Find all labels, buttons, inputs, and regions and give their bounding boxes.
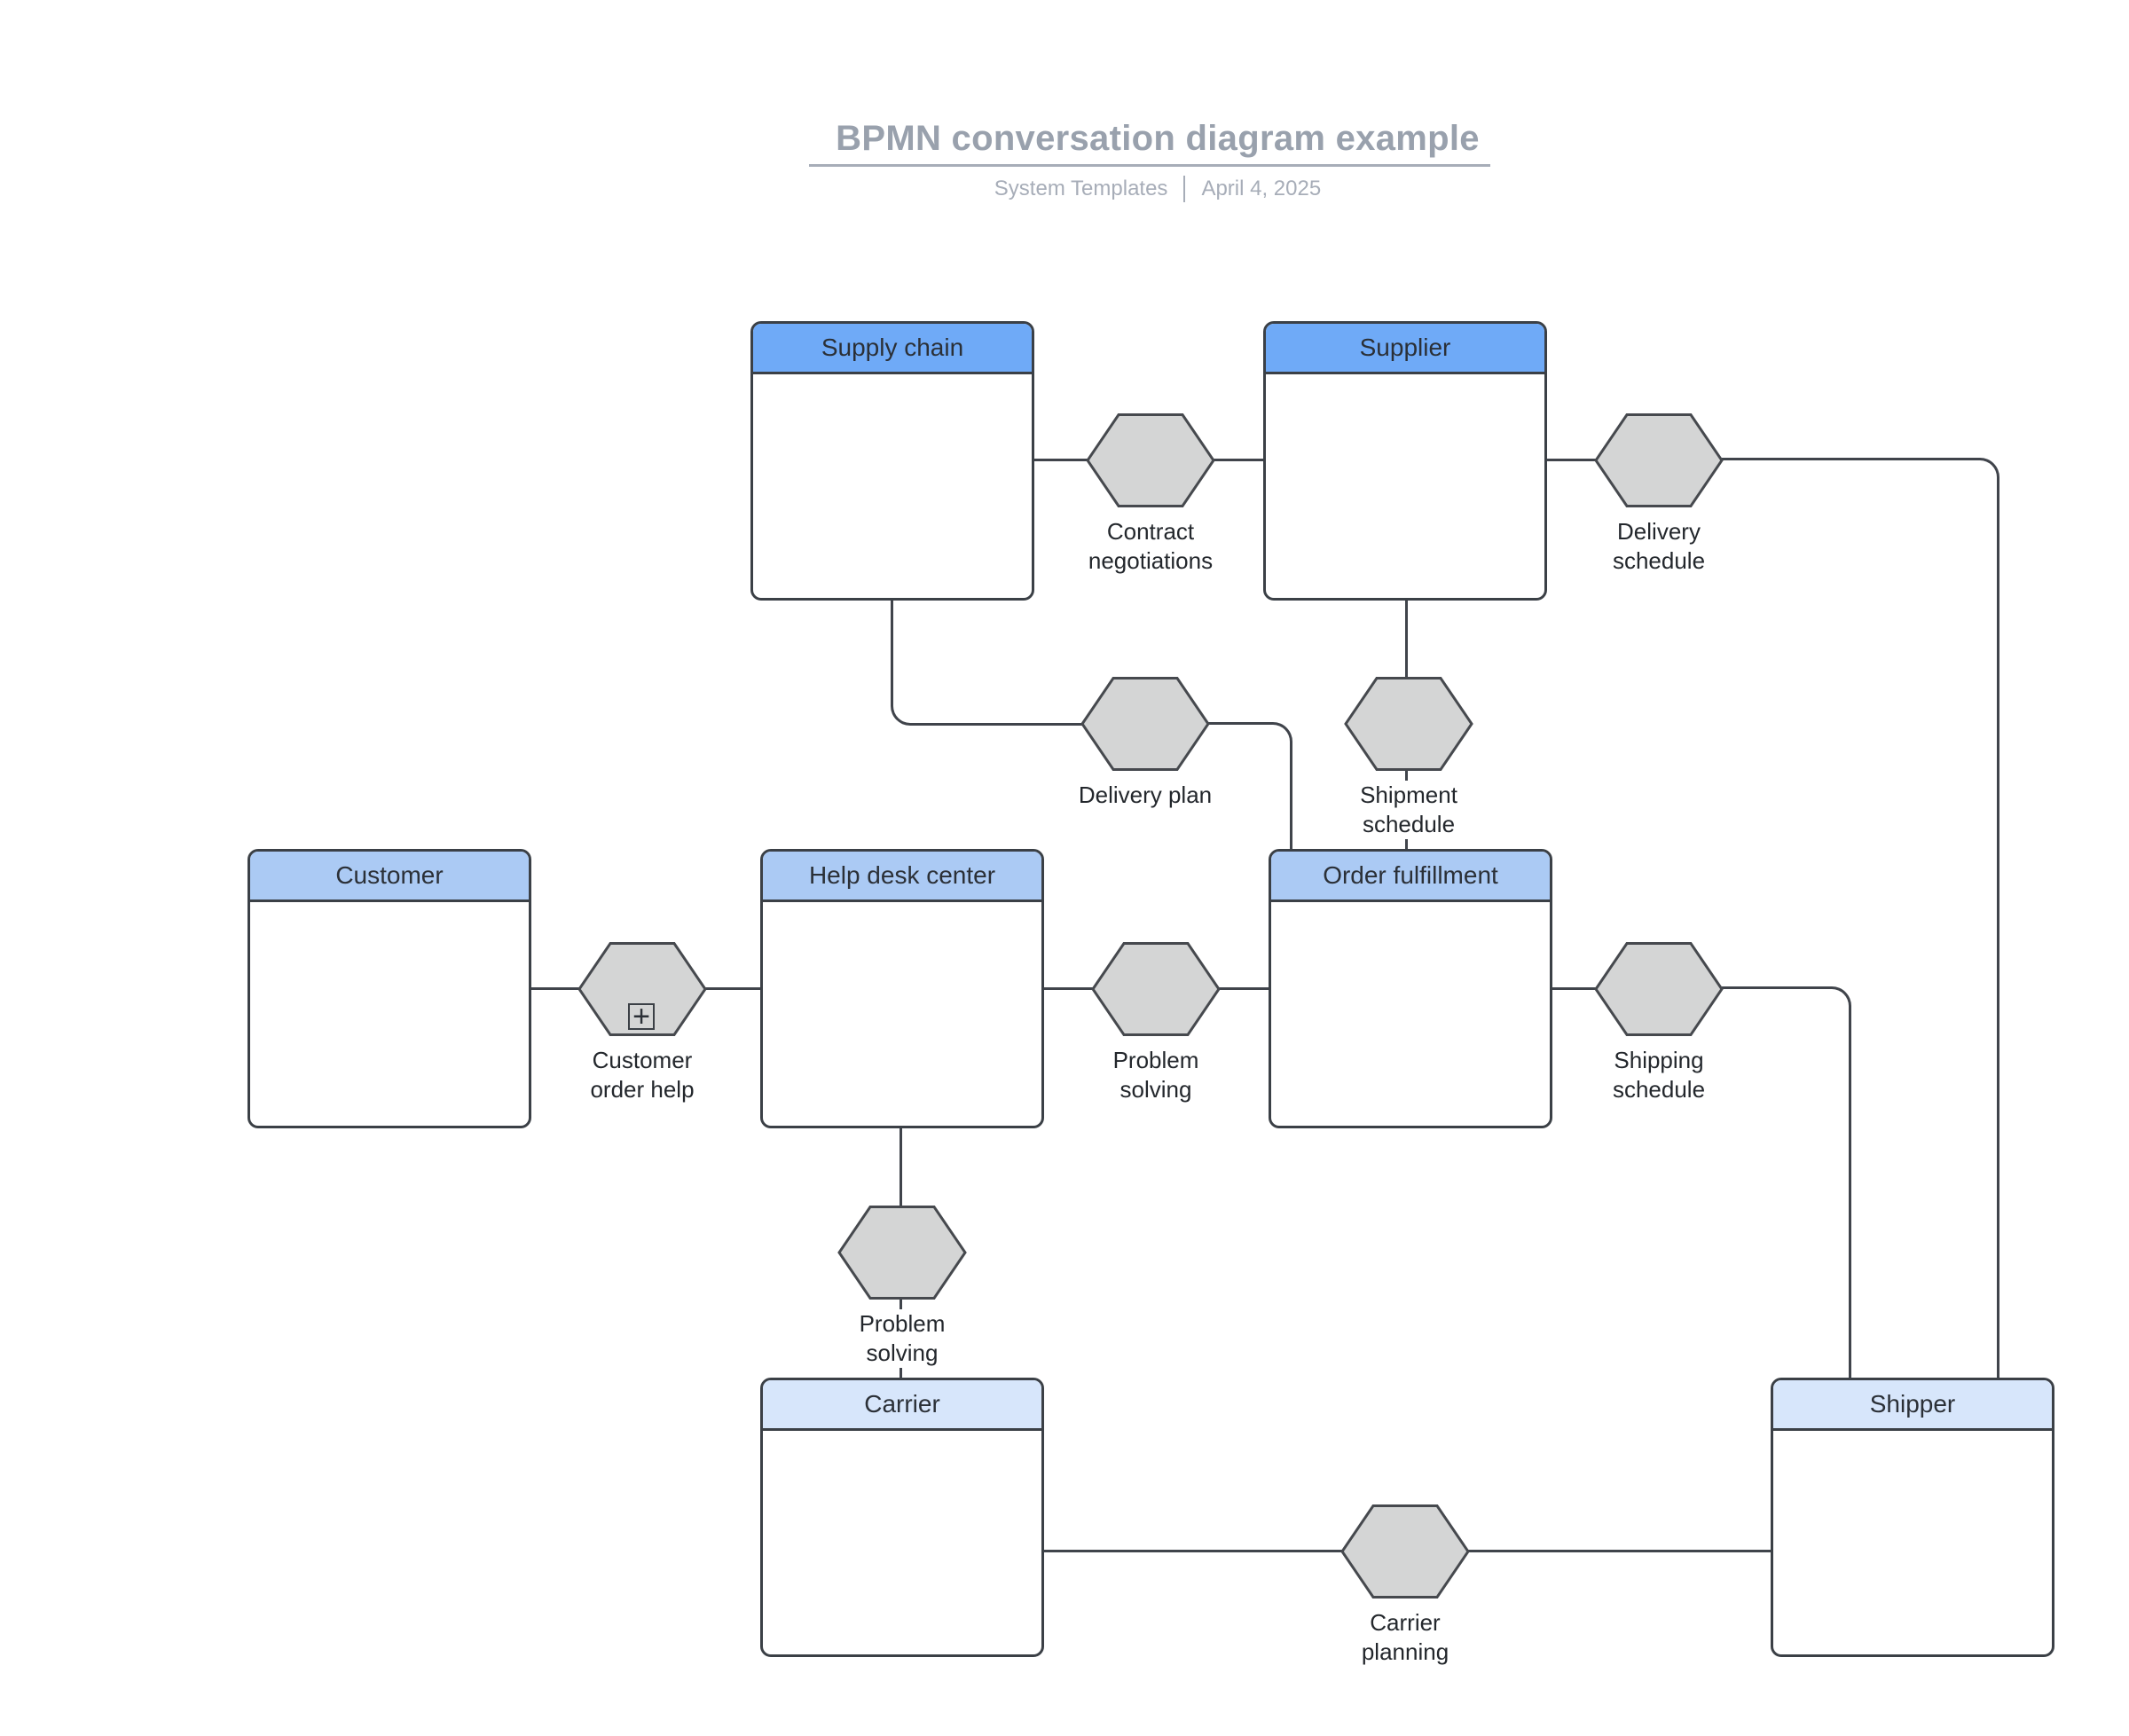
- meta-separator: [1183, 176, 1186, 202]
- conversation-label: Problem solving: [827, 1309, 978, 1368]
- hexagon-shape: [1340, 1504, 1470, 1599]
- hexagon-shape: [1091, 942, 1221, 1036]
- hexagon-shape: [1344, 677, 1473, 771]
- conversation-label: Delivery plan: [1070, 781, 1221, 810]
- participant-help-desk-center[interactable]: Help desk center: [760, 849, 1044, 1128]
- participant-shipper[interactable]: Shipper: [1771, 1378, 2054, 1657]
- participant-body: [763, 902, 1041, 1128]
- connector-customer-customerorderhelp: [531, 987, 579, 990]
- participant-supply-chain[interactable]: Supply chain: [750, 321, 1034, 601]
- participant-body: [1271, 902, 1550, 1128]
- participant-title: Order fulfillment: [1323, 861, 1498, 889]
- participant-header: Supplier: [1266, 324, 1544, 374]
- hexagon-shape: [1086, 413, 1215, 507]
- conversation-node-problem-solving-mid[interactable]: [1091, 941, 1221, 1037]
- meta-date: April 4, 2025: [1201, 177, 1322, 200]
- connector-helpdesk-problemsolving-low: [900, 1128, 902, 1206]
- conversation-label: Customer order help: [567, 1046, 718, 1104]
- connector-supplychain-contractnegotiations: [1034, 459, 1088, 461]
- participant-body: [250, 902, 529, 1128]
- connector-customerorderhelp-helpdesk: [705, 987, 760, 990]
- participant-title: Supplier: [1359, 334, 1451, 361]
- connector-shippingschedule-shipper: [1722, 986, 1851, 1378]
- participant-body: [1266, 374, 1544, 601]
- connector-orderfulfillment-shippingschedule: [1552, 987, 1596, 990]
- hexagon-shape: [1594, 413, 1724, 507]
- participant-supplier[interactable]: Supplier: [1263, 321, 1547, 601]
- conversation-node-shipment-schedule[interactable]: [1344, 676, 1473, 772]
- connector-problemsolving-orderfulfillment: [1219, 987, 1269, 990]
- participant-body: [1773, 1431, 2052, 1657]
- participant-title: Customer: [335, 861, 444, 889]
- participant-title: Help desk center: [808, 861, 996, 889]
- hexagon-shape: [837, 1206, 967, 1300]
- conversation-label: Delivery schedule: [1583, 517, 1734, 576]
- conversation-node-delivery-schedule[interactable]: [1594, 412, 1724, 508]
- connector-contractnegotiations-supplier: [1214, 459, 1263, 461]
- participant-carrier[interactable]: Carrier: [760, 1378, 1044, 1657]
- conversation-label: Shipping schedule: [1583, 1046, 1734, 1104]
- page-title: BPMN conversation diagram example: [836, 119, 1480, 158]
- conversation-node-customer-order-help[interactable]: +: [577, 941, 707, 1037]
- hexagon-shape: [577, 942, 707, 1036]
- connector-deliveryplan-orderfulfillment: [1208, 722, 1292, 849]
- title-underline: [809, 164, 1490, 167]
- connector-helpdesk-problemsolving: [1044, 987, 1093, 990]
- conversation-node-carrier-planning[interactable]: [1340, 1504, 1470, 1599]
- conversation-label: Carrier planning: [1330, 1608, 1481, 1667]
- connector-carrierplanning-shipper: [1468, 1550, 1771, 1552]
- connector-supplychain-deliveryplan: [891, 601, 1082, 726]
- sub-conversation-marker-icon: +: [628, 1002, 655, 1032]
- participant-customer[interactable]: Customer: [247, 849, 531, 1128]
- conversation-node-problem-solving-low[interactable]: [837, 1205, 967, 1300]
- conversation-node-delivery-plan[interactable]: [1080, 676, 1210, 772]
- participant-header: Supply chain: [753, 324, 1032, 374]
- conversation-label: Problem solving: [1080, 1046, 1231, 1104]
- participant-body: [763, 1431, 1041, 1657]
- participant-body: [753, 374, 1032, 601]
- participant-title: Shipper: [1869, 1390, 1956, 1418]
- conversation-label: Shipment schedule: [1333, 781, 1484, 839]
- document-meta: System Templates April 4, 2025: [803, 176, 1512, 202]
- participant-header: Order fulfillment: [1271, 852, 1550, 902]
- participant-header: Carrier: [763, 1380, 1041, 1431]
- conversation-node-contract-negotiations[interactable]: [1086, 412, 1215, 508]
- connector-supplier-deliveryschedule: [1547, 459, 1596, 461]
- participant-header: Customer: [250, 852, 529, 902]
- connector-supplier-shipmentschedule: [1405, 601, 1408, 678]
- connector-deliveryschedule-shipper: [1722, 458, 1999, 1378]
- participant-title: Carrier: [864, 1390, 940, 1418]
- participant-title: Supply chain: [821, 334, 964, 361]
- participant-order-fulfillment[interactable]: Order fulfillment: [1269, 849, 1552, 1128]
- connector-carrier-carrierplanning: [1044, 1550, 1342, 1552]
- conversation-node-shipping-schedule[interactable]: [1594, 941, 1724, 1037]
- participant-header: Help desk center: [763, 852, 1041, 902]
- participant-header: Shipper: [1773, 1380, 2052, 1431]
- meta-source: System Templates: [994, 177, 1168, 200]
- hexagon-shape: [1080, 677, 1210, 771]
- hexagon-shape: [1594, 942, 1724, 1036]
- conversation-label: Contract negotiations: [1075, 517, 1226, 576]
